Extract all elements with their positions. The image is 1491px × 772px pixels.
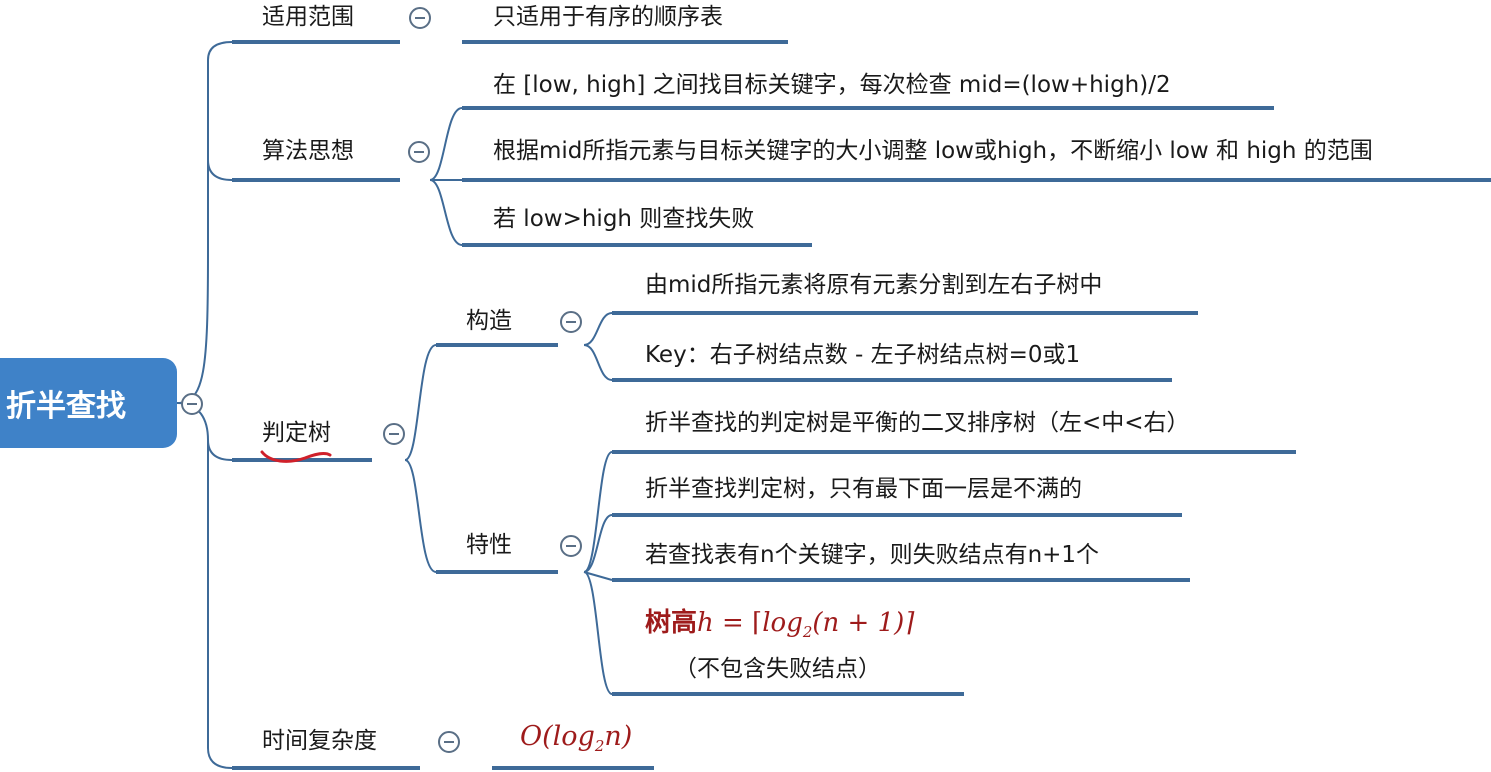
connector-tree-construct: [404, 344, 437, 461]
branch-scope-label[interactable]: 适用范围: [262, 4, 354, 30]
collapse-toggle-tree[interactable]: [383, 423, 405, 445]
connector-root-complexity: [207, 440, 233, 769]
connector-root-idea: [207, 159, 233, 181]
connector-construct-items: [583, 312, 613, 381]
handwritten-underline-mark: [260, 450, 332, 463]
idea-item-1[interactable]: 在 [low, high] 之间找目标关键字，每次检查 mid=(low+hig…: [493, 72, 1171, 98]
props-label[interactable]: 特性: [466, 532, 512, 558]
connector-tree-props: [404, 459, 437, 573]
scope-item-1[interactable]: 只适用于有序的顺序表: [493, 4, 723, 30]
props-item-3[interactable]: 若查找表有n个关键字，则失败结点有n+1个: [645, 542, 1100, 568]
complexity-o: O(: [520, 721, 553, 752]
tree-height-note: （不包含失败结点）: [674, 656, 881, 682]
construct-item-1[interactable]: 由mid所指元素将原有元素分割到左右子树中: [645, 272, 1103, 298]
branch-complexity-label[interactable]: 时间复杂度: [262, 728, 377, 754]
formula-arg: (n + 1)⌉: [812, 608, 915, 638]
construct-label[interactable]: 构造: [466, 308, 512, 334]
idea-item-3[interactable]: 若 low>high 则查找失败: [493, 206, 755, 232]
collapse-toggle-complexity[interactable]: [438, 731, 460, 753]
collapse-toggle-construct[interactable]: [560, 311, 582, 333]
construct-item-2[interactable]: Key：右子树结点数 - 左子树结点树=0或1: [645, 342, 1081, 368]
branch-tree-label[interactable]: 判定树: [262, 420, 331, 446]
collapse-toggle-scope[interactable]: [409, 7, 431, 29]
formula-eq: = ⌈: [713, 608, 763, 638]
connector-props-items: [583, 451, 613, 695]
props-item-1[interactable]: 折半查找的判定树是平衡的二叉排序树（左<中<右）: [645, 410, 1190, 436]
connector-root-scope: [176, 41, 233, 404]
formula-var: h: [697, 608, 714, 638]
idea-item-2[interactable]: 根据mid所指元素与目标关键字的大小调整 low或high，不断缩小 low 和…: [493, 138, 1373, 164]
complexity-formula[interactable]: O(log2n): [520, 721, 633, 756]
formula-base: 2: [802, 623, 813, 641]
collapse-toggle-root[interactable]: [181, 393, 203, 415]
tree-height-formula[interactable]: 树高h = ⌈log2(n + 1)⌉: [645, 608, 914, 641]
formula-prefix: 树高: [645, 608, 698, 638]
branch-idea-label[interactable]: 算法思想: [262, 138, 354, 164]
complexity-base: 2: [594, 737, 605, 755]
root-node[interactable]: 折半查找: [0, 358, 177, 448]
collapse-toggle-idea[interactable]: [408, 141, 430, 163]
collapse-toggle-props[interactable]: [560, 535, 582, 557]
complexity-log: log: [552, 721, 595, 752]
formula-log: log: [762, 608, 803, 638]
props-item-2[interactable]: 折半查找判定树，只有最下面一层是不满的: [645, 476, 1082, 502]
complexity-n: n): [604, 721, 633, 752]
root-label: 折半查找: [6, 389, 126, 424]
connector-idea-items: [429, 107, 463, 246]
